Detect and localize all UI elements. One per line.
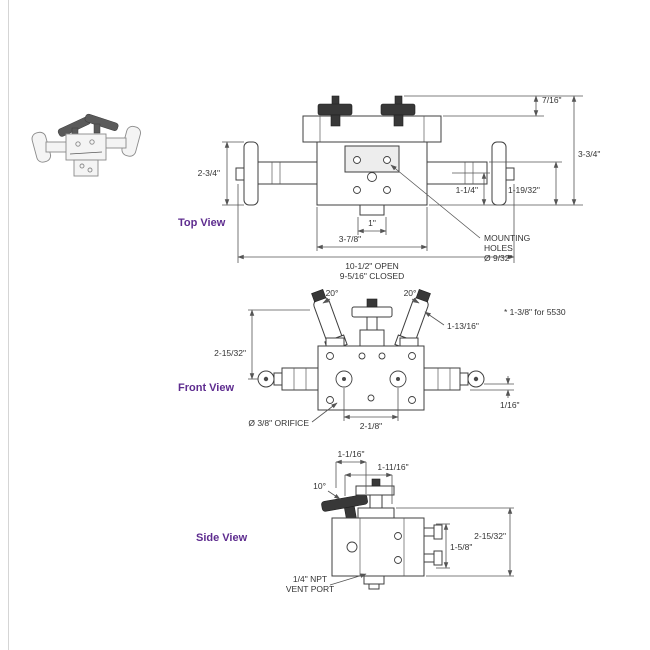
vent-port-stub (363, 575, 385, 585)
front-view-dimensions: 20° 20° 1-13/16" * 1-3/8" for 5530 2-15/… (214, 288, 566, 431)
isolation-handle-right (491, 141, 507, 206)
callout-mounting-1: MOUNTING (484, 233, 530, 243)
dim-angle-side: 10° (313, 481, 326, 491)
dim-2-3-4: 2-3/4" (198, 168, 220, 178)
manifold-body-side (331, 517, 425, 577)
dim-closed: 9-5/16" CLOSED (340, 271, 404, 281)
dim-7-16: 7/16" (542, 95, 562, 105)
top-view: 7/16" 3-3/4" 2-3/4" 1-1/4" 1-19/32" 1" (178, 95, 600, 281)
mounting-hole (383, 156, 391, 164)
note-5530: * 1-3/8" for 5530 (504, 307, 566, 317)
dim-2-15-32-side: 2-15/32" (474, 531, 506, 541)
dim-open: 10-1/2" OPEN (345, 261, 399, 271)
side-view-dimensions: 1-1/16" 1-11/16" 10° 1-5/8" 2-15/32" 1/4… (286, 449, 514, 594)
callout-orifice: Ø 3/8" ORIFICE (248, 418, 309, 428)
side-bolt-bottom (433, 550, 443, 566)
dim-3-7-8: 3-7/8" (339, 234, 361, 244)
dim-1-11-16: 1-11/16" (377, 462, 408, 472)
callout-mounting-3: Ø 9/32" (484, 253, 513, 263)
mounting-hole (383, 186, 391, 194)
side-view-drawing (321, 478, 443, 590)
dim-1-5-8: 1-5/8" (450, 542, 472, 552)
callout-vent-2: VENT PORT (286, 584, 334, 594)
dim-1-1-4: 1-1/4" (456, 185, 478, 195)
side-view: 1-1/16" 1-11/16" 10° 1-5/8" 2-15/32" 1/4… (196, 449, 514, 594)
side-handle-vertical (355, 485, 395, 496)
product-thumbnail (31, 113, 141, 177)
equalizer-handle-right (380, 103, 416, 116)
dim-3-3-4: 3-3/4" (578, 149, 600, 159)
dim-1-1-16: 1-1/16" (337, 449, 364, 459)
vent-boss (359, 204, 385, 216)
mounting-hole (353, 186, 361, 194)
top-bolt-left (331, 95, 340, 106)
equalizer-handle-left (317, 103, 353, 116)
top-bolt-right (394, 95, 403, 106)
mounting-hole (353, 156, 361, 164)
top-view-label: Top View (178, 217, 226, 229)
callout-mounting-2: HOLES (484, 243, 513, 253)
dim-angle-left: 20° (326, 288, 339, 298)
side-bolt-top (433, 524, 443, 540)
callout-vent-1: 1/4" NPT (293, 574, 327, 584)
dim-1: 1" (368, 218, 376, 228)
front-view-label: Front View (178, 382, 234, 394)
dim-1-16: 1/16" (500, 400, 520, 410)
dim-1-13-16: 1-13/16" (447, 321, 479, 331)
front-view: 20° 20° 1-13/16" * 1-3/8" for 5530 2-15/… (178, 288, 566, 431)
front-center-handle (351, 306, 393, 318)
front-view-drawing (257, 289, 485, 411)
dim-2-1-8: 2-1/8" (360, 421, 382, 431)
dim-angle-right: 20° (404, 288, 417, 298)
isolation-handle-left (243, 141, 259, 206)
dim-2-15-32-front: 2-15/32" (214, 348, 246, 358)
dim-1-19-32: 1-19/32" (508, 185, 540, 195)
side-view-label: Side View (196, 532, 248, 544)
top-view-dimensions: 7/16" 3-3/4" 2-3/4" 1-1/4" 1-19/32" 1" (198, 95, 601, 281)
top-view-drawing (235, 95, 515, 216)
